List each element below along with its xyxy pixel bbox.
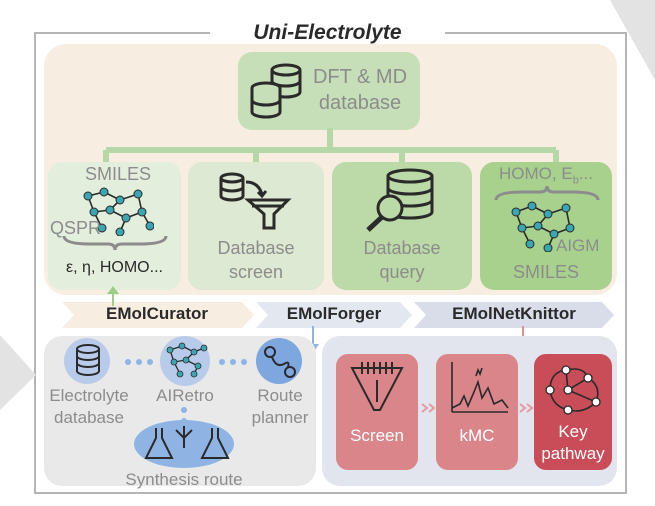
key-pathway-box: [534, 354, 612, 470]
arrow-up-green: [107, 286, 119, 306]
qspr-smiles-label: SMILES: [84, 164, 152, 184]
module-emolnetknittor: EMolNetKnittor: [452, 304, 576, 323]
chevron-arrows-1: [421, 403, 436, 413]
electrolyte-db-label-line2: database: [54, 408, 124, 427]
route-icon: [264, 346, 296, 378]
molecule-graph-icon: [83, 187, 154, 236]
aigm-label: AIGM: [556, 236, 600, 255]
synthesis-route-label: Synthesis route: [125, 470, 243, 489]
dots-right: [219, 359, 247, 365]
electrolyte-db-label-line1: Electrolyte: [49, 386, 129, 405]
kmc-plot-icon: [451, 362, 509, 413]
qspr-brace: [62, 235, 168, 251]
knittor-chevron: [414, 302, 614, 328]
screen-label: Screen: [350, 426, 404, 445]
database-search-icon: [366, 168, 434, 232]
database-query-box: [332, 162, 472, 290]
key-pathway-label-line1: Key: [558, 422, 588, 441]
aigm-brace: [494, 185, 600, 201]
qspr-box: [48, 162, 181, 290]
qspr-label: QSPR: [50, 218, 102, 238]
route-planner-circle: [256, 338, 302, 384]
kmc-label: kMC: [459, 426, 495, 445]
qspr-properties-label: ε, η, HOMO...: [66, 259, 163, 276]
dft-md-label-line2: database: [318, 92, 402, 114]
route-planner-label-line1: Route: [257, 386, 303, 405]
synthesis-flasks-icon: [134, 420, 234, 468]
aigm-molecule-icon: [511, 201, 575, 252]
module-emolforger: EMolForger: [286, 304, 382, 323]
decor-triangle-left: [0, 335, 36, 410]
database-funnel-icon: [219, 172, 292, 230]
database-query-label-line2: query: [379, 262, 425, 282]
aigm-top-label: HOMO, Eb...: [499, 164, 593, 187]
pathway-network-icon: [545, 365, 601, 415]
chevron-arrows-2: [519, 403, 534, 413]
aigm-box: [480, 162, 612, 290]
database-stack-icon: [250, 63, 302, 119]
database-query-label-line1: Database: [363, 238, 441, 258]
screen-box: [336, 354, 418, 470]
decor-triangle-top-right: [610, 0, 655, 80]
curator-chevron: [62, 302, 254, 328]
aigm-smiles-label: SMILES: [512, 262, 580, 282]
electrolyte-database-icon: [76, 344, 100, 376]
database-screen-label-line2: screen: [228, 262, 284, 282]
route-planner-label-line2: planner: [251, 408, 309, 427]
screen-funnel-icon: [350, 362, 404, 411]
database-screen-label-line1: Database: [217, 238, 295, 258]
database-connector-lines: [103, 128, 559, 164]
module-emolcurator: EMolCurator: [106, 304, 208, 323]
airetro-label: AIRetro: [156, 386, 214, 405]
forger-chevron: [256, 302, 412, 328]
diagram-title: Uni-Electrolyte: [210, 20, 445, 46]
airetro-molecule-icon: [166, 342, 208, 378]
key-pathway-label-line2: pathway: [541, 444, 605, 463]
dots-left: [125, 359, 153, 365]
dft-md-label-line1: DFT & MD: [312, 66, 408, 88]
